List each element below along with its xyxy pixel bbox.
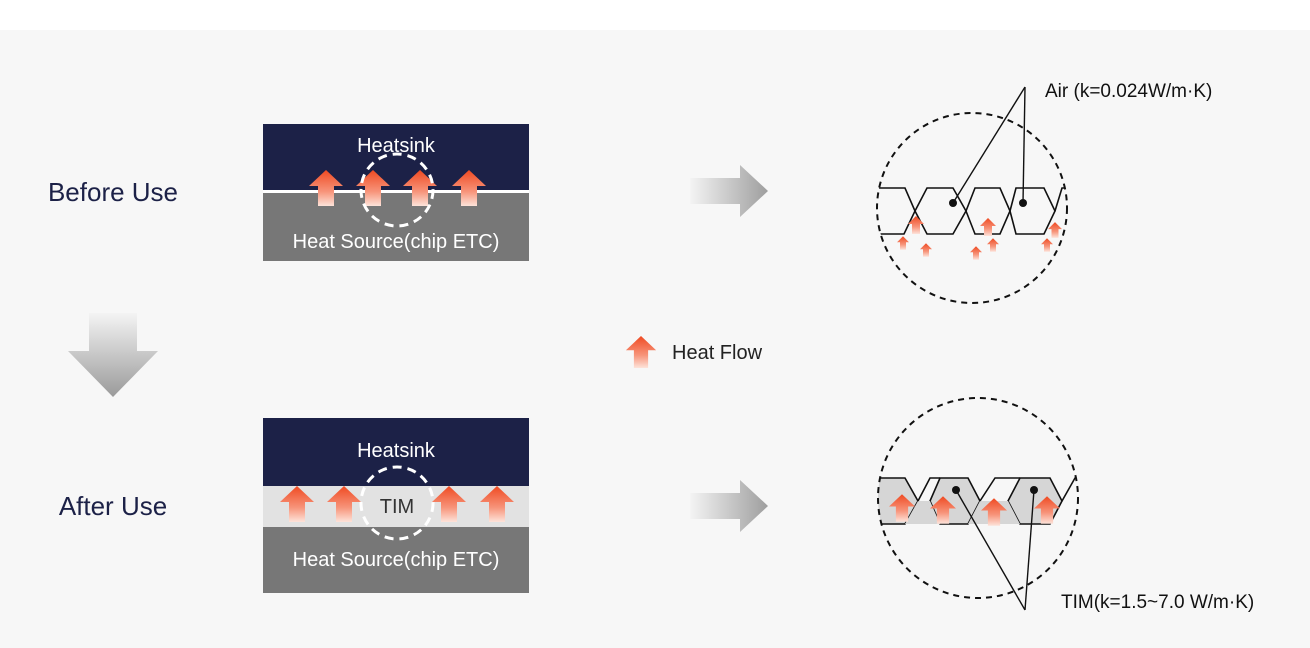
air-zoom-circle bbox=[876, 112, 1068, 304]
before-stack: Heatsink Heat Source(chip ETC) bbox=[263, 124, 529, 261]
before-use-label: Before Use bbox=[48, 177, 178, 207]
before-zoom-circle bbox=[359, 152, 435, 228]
before-heat-source-block bbox=[263, 193, 529, 261]
zoom-arrow-icon bbox=[690, 480, 768, 532]
after-use-label: After Use bbox=[59, 491, 167, 521]
before-heatsink-block bbox=[263, 124, 529, 190]
after-heat-source-label: Heat Source(chip ETC) bbox=[293, 549, 500, 571]
after-stack: Heatsink TIM Heat Source(chip ETC) bbox=[263, 418, 529, 593]
before-heat-source-label: Heat Source(chip ETC) bbox=[293, 231, 500, 253]
tim-magnified-view bbox=[877, 397, 1079, 611]
tim-leader-line bbox=[1024, 489, 1035, 611]
air-gap-magnified-view bbox=[876, 86, 1068, 304]
after-tim-label: TIM bbox=[380, 496, 414, 518]
tim-zoom-circle bbox=[877, 397, 1079, 599]
tim-callout-label: TIM(k=1.5~7.0 W/m·K) bbox=[1061, 592, 1254, 613]
air-leader-line bbox=[1022, 86, 1026, 204]
after-tim-layer bbox=[263, 486, 529, 527]
before-heatsink-label: Heatsink bbox=[357, 135, 436, 157]
air-leader-line bbox=[952, 86, 1026, 204]
after-heatsink-label: Heatsink bbox=[357, 440, 436, 462]
zoom-arrow-icon bbox=[690, 165, 768, 217]
after-heatsink-block bbox=[263, 418, 529, 486]
heat-flow-legend-label: Heat Flow bbox=[672, 342, 763, 364]
after-heat-source-block bbox=[263, 527, 529, 593]
tim-leader-line bbox=[955, 489, 1026, 611]
air-callout-label: Air (k=0.024W/m·K) bbox=[1045, 81, 1212, 102]
heat-flow-legend: Heat Flow bbox=[625, 336, 763, 368]
down-arrow-icon bbox=[68, 313, 158, 397]
before-air-gap bbox=[263, 190, 529, 193]
after-zoom-circle bbox=[359, 465, 435, 541]
diagram-panel bbox=[0, 30, 1310, 648]
